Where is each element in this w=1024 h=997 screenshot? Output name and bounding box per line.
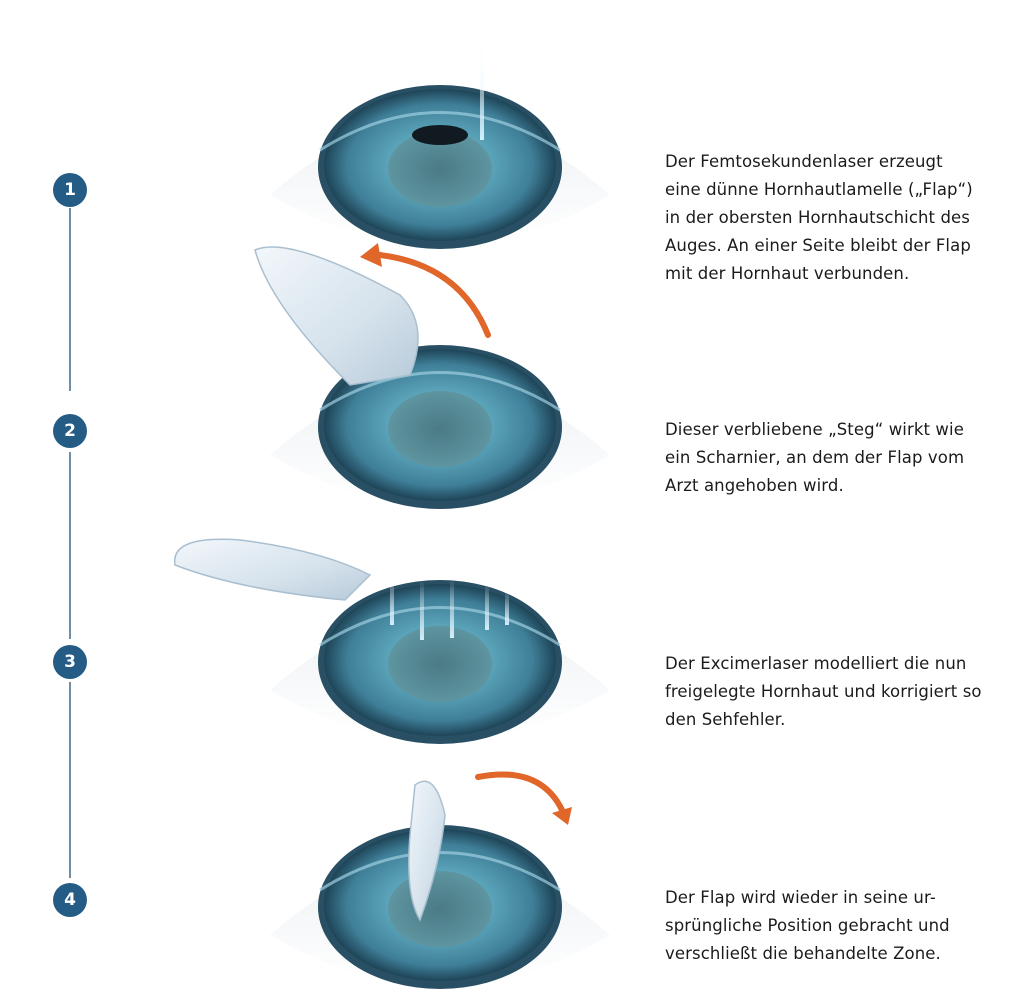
step-1-description: Der Femtosekundenlaser erzeugt eine dünn…: [665, 152, 973, 283]
eye-with-femtosecond-laser-icon: [268, 30, 612, 251]
timeline-segment: [69, 208, 71, 391]
step-badge-2: 2: [53, 414, 87, 448]
step-badge-1: 1: [53, 173, 87, 207]
step-2-description: Dieser verbliebene „Steg“ wirkt wie ein …: [665, 420, 965, 495]
step-badge-4: 4: [53, 883, 87, 917]
eye-flap-lifted-icon: [254, 243, 612, 511]
step-4-description: Der Flap wird wieder in seine ur- sprüng…: [665, 888, 950, 963]
step-3-description: Der Excimerlaser modelliert die nun frei…: [665, 654, 982, 729]
eye-flap-repositioned-icon: [268, 771, 612, 991]
timeline-segment: [69, 452, 71, 639]
timeline-segment: [69, 682, 71, 878]
step-badge-3: 3: [53, 645, 87, 679]
eye-excimer-laser-icon: [174, 538, 612, 746]
